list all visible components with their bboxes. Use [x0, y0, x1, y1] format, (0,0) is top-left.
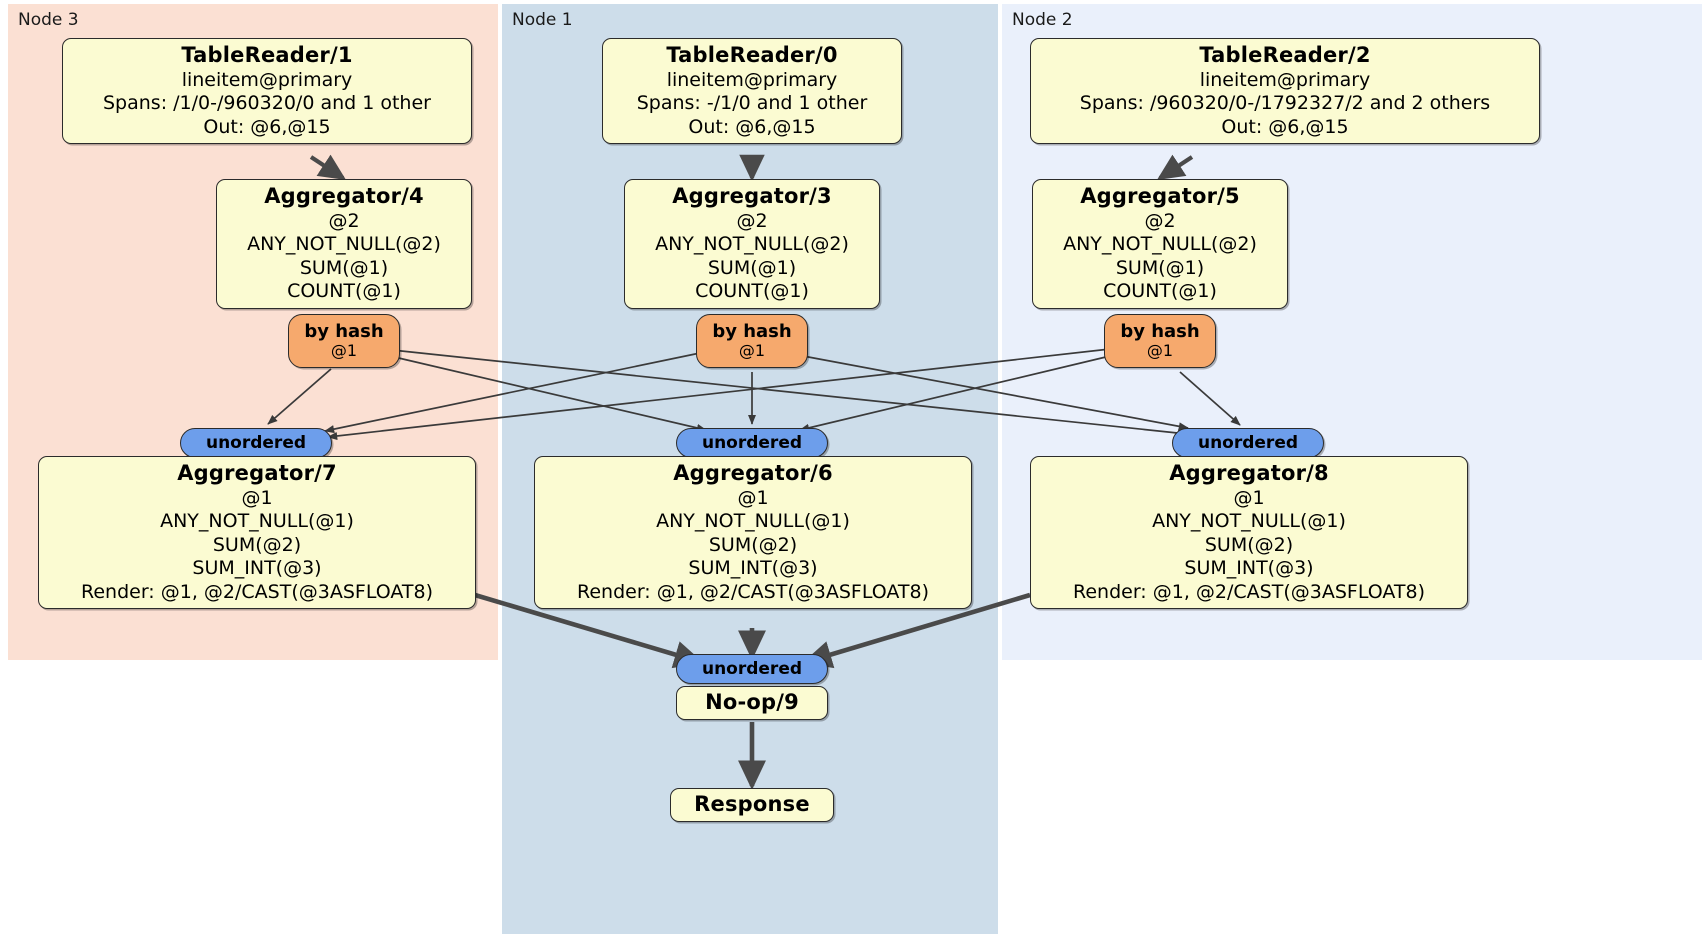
router-type-label: unordered: [701, 658, 803, 679]
router-unordered-left[interactable]: unordered: [180, 428, 332, 458]
processor-line: @1: [241, 486, 273, 509]
processor-title: Aggregator/3: [672, 184, 832, 208]
processor-line: Out: @6,@15: [203, 115, 331, 138]
processor-line: ANY_NOT_NULL(@2): [247, 233, 441, 256]
processor-line: Spans: -/1/0 and 1 other: [636, 92, 868, 115]
processor-aggregator7[interactable]: Aggregator/7 @1 ANY_NOT_NULL(@1) SUM(@2)…: [38, 456, 476, 610]
node-panel-label: Node 3: [18, 10, 79, 30]
router-column-label: @1: [330, 340, 358, 360]
router-by-hash-left[interactable]: by hash @1: [288, 314, 400, 368]
processor-line: lineitem@primary: [666, 68, 838, 91]
router-column-label: @1: [738, 340, 766, 360]
processor-title: Aggregator/5: [1080, 184, 1240, 208]
processor-line: SUM(@1): [707, 256, 797, 279]
processor-aggregator3[interactable]: Aggregator/3 @2 ANY_NOT_NULL(@2) SUM(@1)…: [624, 179, 880, 309]
processor-line: Render: @1, @2/CAST(@3ASFLOAT8): [81, 580, 433, 603]
processor-line: SUM(@2): [212, 533, 302, 556]
processor-title: Aggregator/8: [1169, 461, 1329, 485]
router-type-label: by hash: [304, 321, 384, 343]
processor-line: @2: [1144, 209, 1176, 232]
processor-tablereader1[interactable]: TableReader/1 lineitem@primary Spans: /1…: [62, 38, 472, 145]
router-by-hash-right[interactable]: by hash @1: [1104, 314, 1216, 368]
router-by-hash-mid[interactable]: by hash @1: [696, 314, 808, 368]
processor-line: Out: @6,@15: [688, 115, 816, 138]
processor-aggregator8[interactable]: Aggregator/8 @1 ANY_NOT_NULL(@1) SUM(@2)…: [1030, 456, 1468, 610]
router-unordered-final[interactable]: unordered: [676, 654, 828, 684]
processor-line: SUM(@1): [299, 256, 389, 279]
processor-title: Aggregator/7: [177, 461, 337, 485]
router-type-label: by hash: [712, 321, 792, 343]
processor-title: TableReader/1: [181, 43, 353, 67]
processor-line: COUNT(@1): [1103, 280, 1217, 303]
processor-line: ANY_NOT_NULL(@2): [1063, 233, 1257, 256]
processor-line: ANY_NOT_NULL(@2): [655, 233, 849, 256]
router-unordered-mid[interactable]: unordered: [676, 428, 828, 458]
processor-line: Spans: /1/0-/960320/0 and 1 other: [103, 92, 431, 115]
processor-line: @1: [1233, 486, 1265, 509]
processor-tablereader2[interactable]: TableReader/2 lineitem@primary Spans: /9…: [1030, 38, 1540, 145]
processor-line: COUNT(@1): [695, 280, 809, 303]
processor-line: Spans: /960320/0-/1792327/2 and 2 others: [1079, 92, 1491, 115]
processor-noop9[interactable]: No-op/9: [676, 686, 828, 720]
node-panel-label: Node 1: [512, 10, 573, 30]
processor-line: ANY_NOT_NULL(@1): [160, 510, 354, 533]
processor-line: ANY_NOT_NULL(@1): [656, 510, 850, 533]
processor-line: ANY_NOT_NULL(@1): [1152, 510, 1346, 533]
processor-aggregator5[interactable]: Aggregator/5 @2 ANY_NOT_NULL(@2) SUM(@1)…: [1032, 179, 1288, 309]
processor-line: lineitem@primary: [181, 68, 353, 91]
processor-line: SUM_INT(@3): [688, 557, 818, 580]
processor-line: @2: [328, 209, 360, 232]
processor-tablereader0[interactable]: TableReader/0 lineitem@primary Spans: -/…: [602, 38, 902, 145]
processor-line: SUM_INT(@3): [1184, 557, 1314, 580]
processor-line: @1: [737, 486, 769, 509]
processor-line: Out: @6,@15: [1221, 115, 1349, 138]
processor-aggregator4[interactable]: Aggregator/4 @2 ANY_NOT_NULL(@2) SUM(@1)…: [216, 179, 472, 309]
processor-title: No-op/9: [705, 690, 799, 714]
router-column-label: @1: [1146, 340, 1174, 360]
processor-line: SUM(@1): [1115, 256, 1205, 279]
processor-title: TableReader/2: [1199, 43, 1371, 67]
processor-response[interactable]: Response: [670, 788, 834, 822]
router-type-label: unordered: [701, 432, 803, 453]
router-unordered-right[interactable]: unordered: [1172, 428, 1324, 458]
processor-line: SUM(@2): [1204, 533, 1294, 556]
router-type-label: by hash: [1120, 321, 1200, 343]
processor-line: SUM(@2): [708, 533, 798, 556]
processor-line: SUM_INT(@3): [192, 557, 322, 580]
node-panel-label: Node 2: [1012, 10, 1073, 30]
processor-title: Response: [694, 792, 810, 816]
router-type-label: unordered: [205, 432, 307, 453]
processor-title: TableReader/0: [666, 43, 838, 67]
processor-title: Aggregator/6: [673, 461, 833, 485]
processor-line: Render: @1, @2/CAST(@3ASFLOAT8): [1073, 580, 1425, 603]
processor-aggregator6[interactable]: Aggregator/6 @1 ANY_NOT_NULL(@1) SUM(@2)…: [534, 456, 972, 610]
processor-title: Aggregator/4: [264, 184, 424, 208]
processor-line: lineitem@primary: [1199, 68, 1371, 91]
processor-line: COUNT(@1): [287, 280, 401, 303]
processor-line: @2: [736, 209, 768, 232]
processor-line: Render: @1, @2/CAST(@3ASFLOAT8): [577, 580, 929, 603]
router-type-label: unordered: [1197, 432, 1299, 453]
